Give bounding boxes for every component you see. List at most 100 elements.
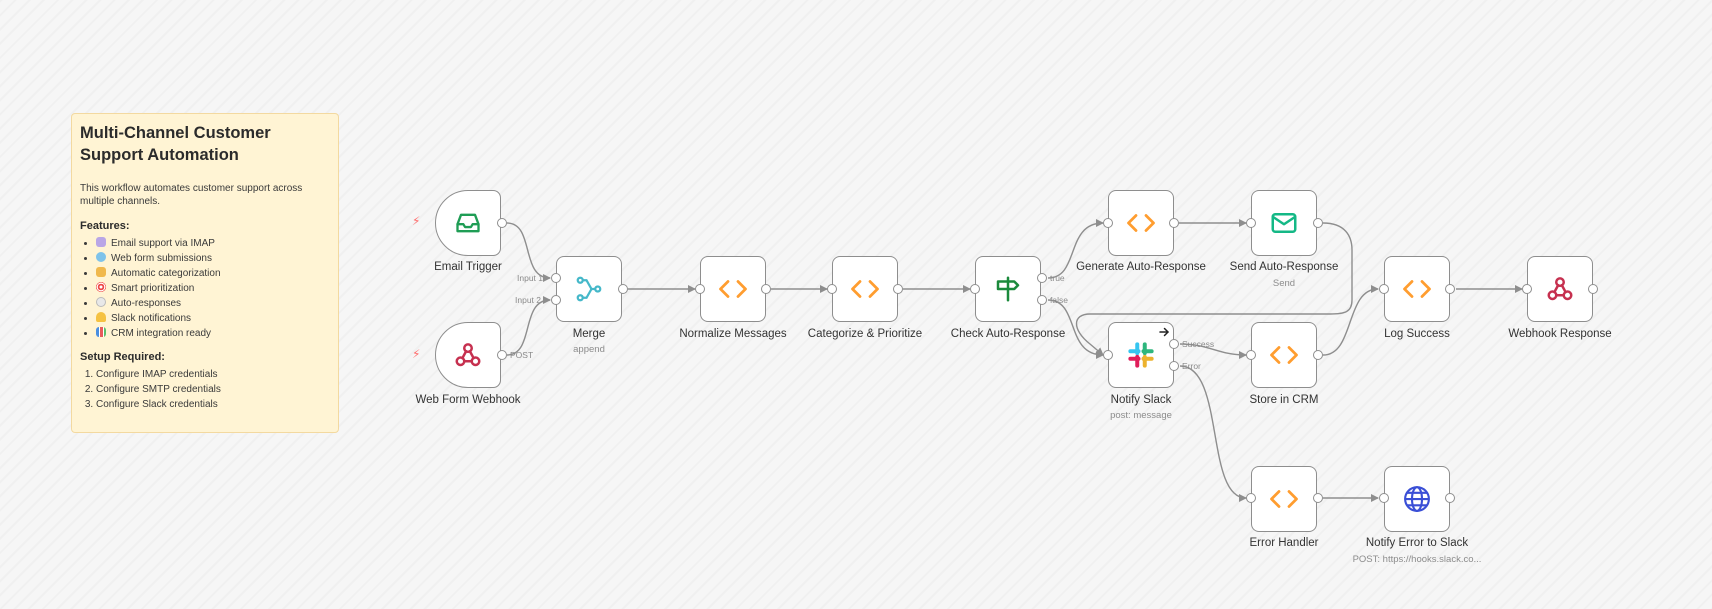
chart-emoji-icon bbox=[96, 327, 106, 337]
node-normalize-messages[interactable] bbox=[700, 256, 766, 322]
check-input-port[interactable] bbox=[970, 284, 980, 294]
list-item: Automatic categorization bbox=[96, 266, 330, 281]
port-label-success: Success bbox=[1182, 339, 1215, 349]
node-notify-slack[interactable] bbox=[1108, 322, 1174, 388]
node-categorize-prioritize[interactable] bbox=[832, 256, 898, 322]
list-item: CRM integration ready bbox=[96, 326, 330, 341]
error-handler-output-port[interactable] bbox=[1313, 493, 1323, 503]
normalize-output-port[interactable] bbox=[761, 284, 771, 294]
node-web-form-webhook[interactable] bbox=[435, 322, 501, 388]
list-item: Configure IMAP credentials bbox=[96, 367, 330, 382]
node-check-auto-response[interactable] bbox=[975, 256, 1041, 322]
edge-error-to-error-handler bbox=[1179, 365, 1247, 502]
list-item: Auto-responses bbox=[96, 296, 330, 311]
webhook-response-output-port[interactable] bbox=[1588, 284, 1598, 294]
node-email-trigger[interactable] bbox=[435, 190, 501, 256]
node-label: Webhook Response bbox=[1508, 328, 1612, 340]
node-subtitle: post: message bbox=[1110, 410, 1172, 421]
node-error-handler[interactable] bbox=[1251, 466, 1317, 532]
send-input-port[interactable] bbox=[1246, 218, 1256, 228]
check-true-output-port[interactable] bbox=[1037, 273, 1047, 283]
code-icon bbox=[1127, 214, 1155, 232]
list-item: Configure Slack credentials bbox=[96, 397, 330, 412]
webhook-icon bbox=[1547, 277, 1573, 301]
list-item: Email support via IMAP bbox=[96, 236, 330, 251]
merge-output-port[interactable] bbox=[618, 284, 628, 294]
trigger-bolt-icon: ⚡ bbox=[412, 347, 421, 361]
generate-input-port[interactable] bbox=[1103, 218, 1113, 228]
note-setup-heading: Setup Required: bbox=[80, 351, 165, 363]
inbox-icon bbox=[456, 213, 480, 233]
node-label: Web Form Webhook bbox=[415, 394, 521, 406]
mail-icon bbox=[1271, 213, 1297, 233]
port-label-post: POST bbox=[510, 350, 534, 360]
node-webhook-response[interactable] bbox=[1527, 256, 1593, 322]
notify-slack-input-port[interactable] bbox=[1103, 350, 1113, 360]
web-form-webhook-output-port[interactable] bbox=[497, 350, 507, 360]
email-emoji-icon bbox=[96, 237, 106, 247]
list-item: Configure SMTP credentials bbox=[96, 382, 330, 397]
normalize-input-port[interactable] bbox=[695, 284, 705, 294]
edge-send-loopback-to-notify-slack bbox=[1075, 222, 1353, 356]
workflow-sticky-note[interactable]: Multi-Channel Customer Support Automatio… bbox=[71, 113, 339, 433]
generate-output-port[interactable] bbox=[1169, 218, 1179, 228]
node-merge[interactable] bbox=[556, 256, 622, 322]
node-subtitle: Send bbox=[1272, 278, 1296, 289]
speech-emoji-icon bbox=[96, 297, 106, 307]
node-label: Log Success bbox=[1384, 328, 1450, 340]
target-emoji-icon bbox=[96, 282, 106, 292]
send-output-port[interactable] bbox=[1313, 218, 1323, 228]
code-icon bbox=[1270, 346, 1298, 364]
bell-emoji-icon bbox=[96, 312, 106, 322]
node-label: Error Handler bbox=[1249, 537, 1319, 549]
node-label: Notify Error to Slack bbox=[1365, 537, 1469, 549]
email-trigger-output-port[interactable] bbox=[497, 218, 507, 228]
features-list: Email support via IMAP Web form submissi… bbox=[80, 236, 330, 341]
check-false-output-port[interactable] bbox=[1037, 295, 1047, 305]
categorize-input-port[interactable] bbox=[827, 284, 837, 294]
node-label: Store in CRM bbox=[1249, 394, 1319, 406]
node-label: Notify Slack bbox=[1110, 394, 1172, 406]
notify-error-input-port[interactable] bbox=[1379, 493, 1389, 503]
signpost-icon bbox=[996, 276, 1020, 302]
node-label: Email Trigger bbox=[434, 261, 502, 273]
node-notify-error-to-slack[interactable] bbox=[1384, 466, 1450, 532]
edge-success-to-crm bbox=[1179, 343, 1247, 359]
note-description: This workflow automates customer support… bbox=[80, 183, 303, 207]
categorize-output-port[interactable] bbox=[893, 284, 903, 294]
merge-input-1-port[interactable] bbox=[551, 273, 561, 283]
port-label-input-2: Input 2 bbox=[515, 295, 541, 305]
webhook-response-input-port[interactable] bbox=[1522, 284, 1532, 294]
notify-slack-error-port[interactable] bbox=[1169, 361, 1179, 371]
node-send-auto-response[interactable] bbox=[1251, 190, 1317, 256]
list-item: Web form submissions bbox=[96, 251, 330, 266]
node-label: Merge bbox=[572, 328, 606, 340]
port-label-input-1: Input 1 bbox=[517, 273, 543, 283]
log-success-output-port[interactable] bbox=[1445, 284, 1455, 294]
log-success-input-port[interactable] bbox=[1379, 284, 1389, 294]
code-icon bbox=[719, 280, 747, 298]
merge-input-2-port[interactable] bbox=[551, 295, 561, 305]
merge-icon bbox=[576, 276, 602, 302]
label-emoji-icon bbox=[96, 267, 106, 277]
edge-false-to-notify-slack bbox=[1047, 299, 1104, 359]
arrow-right-icon bbox=[1159, 327, 1169, 337]
node-log-success[interactable] bbox=[1384, 256, 1450, 322]
setup-list: Configure IMAP credentials Configure SMT… bbox=[80, 367, 330, 412]
webhook-icon bbox=[455, 343, 481, 367]
edge-webhook-to-merge bbox=[506, 296, 551, 356]
code-icon bbox=[1403, 280, 1431, 298]
node-generate-auto-response[interactable] bbox=[1108, 190, 1174, 256]
notify-slack-success-port[interactable] bbox=[1169, 339, 1179, 349]
code-icon bbox=[851, 280, 879, 298]
error-handler-input-port[interactable] bbox=[1246, 493, 1256, 503]
port-label-false: false bbox=[1050, 295, 1068, 305]
node-store-in-crm[interactable] bbox=[1251, 322, 1317, 388]
crm-output-port[interactable] bbox=[1313, 350, 1323, 360]
notify-error-output-port[interactable] bbox=[1445, 493, 1455, 503]
crm-input-port[interactable] bbox=[1246, 350, 1256, 360]
globe-emoji-icon bbox=[96, 252, 106, 262]
port-label-true: true bbox=[1050, 273, 1065, 283]
list-item: Slack notifications bbox=[96, 311, 330, 326]
